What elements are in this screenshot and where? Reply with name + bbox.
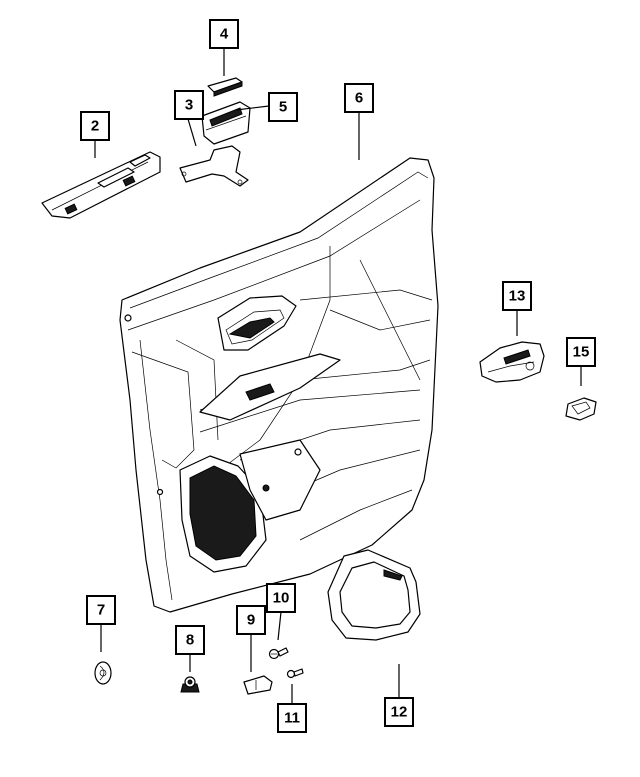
callout-11: 11 bbox=[277, 703, 307, 733]
callout-10: 10 bbox=[266, 583, 296, 613]
small-bracket bbox=[243, 675, 273, 695]
door-trim-panel bbox=[119, 157, 439, 613]
handle-bezel bbox=[565, 397, 597, 421]
callout-6: 6 bbox=[344, 83, 374, 113]
leader-lines bbox=[94, 48, 582, 704]
screw bbox=[268, 647, 289, 660]
callout-label: 2 bbox=[91, 118, 99, 135]
callout-13: 13 bbox=[502, 281, 532, 311]
window-switch-bezel bbox=[41, 151, 161, 219]
callout-label: 15 bbox=[573, 344, 590, 361]
callout-3: 3 bbox=[174, 90, 204, 120]
callout-15: 15 bbox=[566, 337, 596, 367]
callout-12: 12 bbox=[384, 697, 414, 727]
callout-9: 9 bbox=[236, 605, 266, 635]
callout-label: 6 bbox=[355, 90, 363, 107]
callout-4: 4 bbox=[209, 19, 239, 49]
trim-clip bbox=[94, 661, 112, 685]
callout-label: 8 bbox=[186, 632, 194, 649]
switch-bracket bbox=[179, 145, 249, 187]
callout-label: 3 bbox=[185, 97, 193, 114]
callout-label: 9 bbox=[247, 612, 255, 629]
callout-label: 10 bbox=[273, 590, 290, 607]
callout-8: 8 bbox=[175, 625, 205, 655]
speaker-trim-ring bbox=[327, 549, 421, 641]
screw-small bbox=[286, 668, 304, 679]
callout-label: 11 bbox=[284, 710, 300, 727]
callout-label: 4 bbox=[220, 26, 229, 43]
callout-label: 12 bbox=[391, 704, 408, 721]
callout-7: 7 bbox=[86, 595, 116, 625]
inside-door-handle bbox=[479, 341, 545, 383]
callout-label: 5 bbox=[279, 99, 287, 116]
callout-label: 7 bbox=[97, 602, 105, 619]
callout-5: 5 bbox=[268, 92, 298, 122]
push-pin bbox=[180, 676, 200, 693]
switch-housing bbox=[201, 101, 251, 145]
callout-2: 2 bbox=[80, 111, 110, 141]
callout-label: 13 bbox=[509, 288, 526, 305]
switch-cap bbox=[207, 77, 243, 97]
